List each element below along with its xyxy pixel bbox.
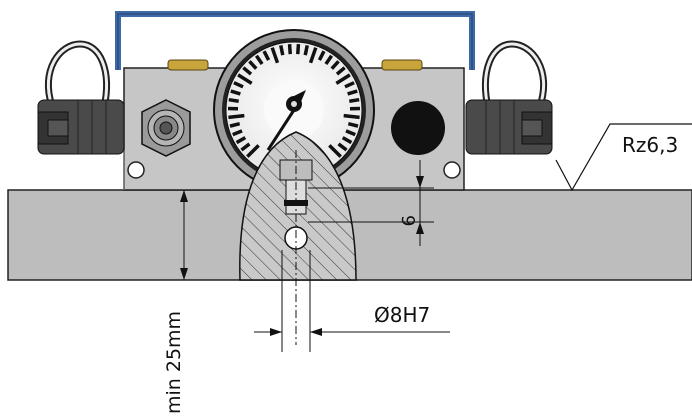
gauge-tick [240,142,251,152]
roughness-symbol: Rz6,3 [555,123,692,192]
gauge-tick [347,89,358,96]
depth-dimension: 9 [308,160,434,246]
gauge-tick [262,50,271,61]
gauge-tick [248,60,258,70]
gauge-tick [337,142,348,152]
gauge-tick [229,121,241,128]
mount-hole-right [443,161,461,179]
gauge-tick [335,66,346,76]
mount-hole-left [127,161,145,179]
gauge-tick [349,97,360,103]
gauge-tick [254,54,264,65]
gauge-tick [341,136,353,145]
thickness-dimension: min 25mm [163,190,188,414]
gauge-tick [242,66,253,76]
gauge-tick [296,44,301,55]
depth-label: 9 [397,215,418,226]
diameter-label: Ø8H7 [374,303,430,327]
gauge-tick [308,47,318,64]
diameter-dimension: Ø8H7 [254,303,450,336]
gauge-tick [330,60,340,70]
gauge-tick [233,81,244,89]
gauge-tick [343,113,360,120]
brass-fitting-left [167,59,209,71]
gauge-tick [347,121,359,128]
gauge-tick [270,47,280,64]
gauge-tick [303,44,309,56]
gauge-tick [344,81,355,89]
gauge-tick [237,73,253,85]
hex-fitting [141,99,191,157]
gauge-tick [335,73,351,85]
brass-fitting-right [381,59,423,71]
gauge-tick [345,129,356,137]
gauge-tick [235,136,247,145]
gauge-tick [230,89,241,96]
gauge-tick [328,144,342,158]
gauge-tick [287,44,292,55]
gauge-tick [279,44,285,56]
connector-left [37,40,125,155]
gauge-tick [324,54,334,65]
black-port [391,101,445,155]
gauge-tick [246,144,260,158]
pressure-gauge [213,29,375,191]
thickness-label: min 25mm [163,311,185,414]
gauge-tick [232,129,243,137]
gauge-tick [228,113,245,120]
gauge-tick [228,97,239,103]
roughness-label: Rz6,3 [622,133,678,157]
connector-right [465,40,553,155]
gauge-tick [317,50,326,61]
